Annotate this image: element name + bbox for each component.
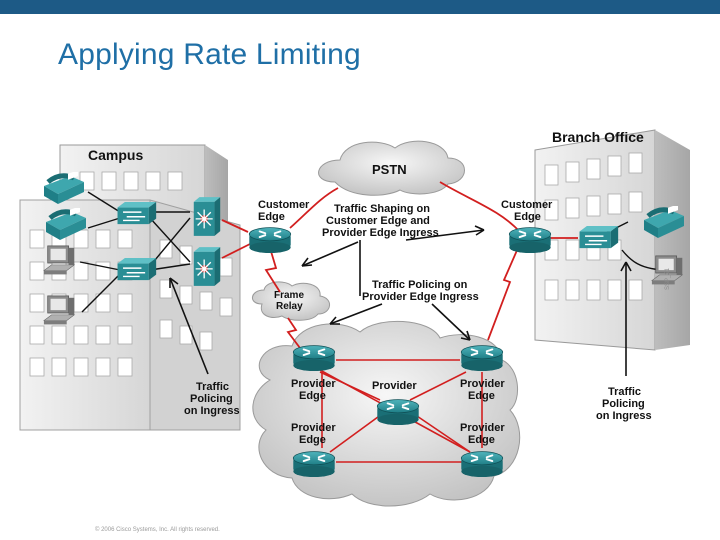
campus-label: Campus (88, 147, 143, 163)
policing-branch-annotation-line2: Policing (602, 398, 645, 410)
router-icon[interactable] (292, 450, 336, 478)
router-icon[interactable] (248, 226, 292, 254)
link-campus-edge-to-frame-relay (264, 247, 281, 293)
campus-edge-label-line2: Edge (258, 211, 285, 223)
shaping-annotation-line2: Customer Edge and (326, 215, 430, 227)
policing-campus-annotation-line2: Policing (190, 393, 233, 405)
pe-bottom-right-label-line2: Edge (468, 434, 495, 446)
frame-relay-label-line1: Frame (274, 290, 304, 301)
pe-top-left-label-line1: Provider (291, 378, 336, 390)
arrow-shaping-to-campus-edge (301, 241, 359, 267)
branch-edge-label-line1: Customer (501, 199, 553, 211)
pe-bottom-left-label-line2: Edge (299, 434, 326, 446)
shaping-annotation-line1: Traffic Shaping on (334, 203, 430, 215)
pstn-label: PSTN (372, 162, 407, 177)
switch-icon[interactable] (116, 201, 157, 225)
arrow-shaping-to-branch-edge (405, 229, 485, 241)
arrow-policing-to-pe-right (431, 303, 471, 341)
frame-relay-cloud (252, 281, 330, 321)
slide-title: Applying Rate Limiting (58, 38, 361, 71)
multilayer-switch-icon[interactable] (193, 246, 221, 287)
frame-relay-label-line2: Relay (276, 301, 303, 312)
switch-icon[interactable] (116, 257, 157, 281)
switch-icon[interactable] (578, 225, 619, 249)
link-l3switch-to-campus-edge (221, 219, 249, 233)
annotation-arrows (169, 225, 632, 376)
router-icon[interactable] (508, 226, 552, 254)
pe-bottom-right-label-line1: Provider (460, 422, 505, 434)
link-pstn-to-branch-edge (439, 181, 521, 233)
policing-campus-annotation-line1: Traffic (196, 381, 229, 393)
router-icon[interactable] (292, 344, 336, 372)
shaping-annotation-line3: Provider Edge Ingress (322, 227, 439, 239)
link-campus-edge-to-pstn (289, 187, 339, 229)
multilayer-switch-icon[interactable] (193, 196, 221, 237)
router-icon[interactable] (460, 344, 504, 372)
arrow-campus-policing (169, 277, 209, 375)
pe-top-left-label-line2: Edge (299, 390, 326, 402)
link-frame-relay-to-pe (286, 317, 301, 349)
pe-top-right-label-line2: Edge (468, 390, 495, 402)
policing-pe-annotation-line2: Provider Edge Ingress (362, 291, 479, 303)
campus-internal-links (79, 191, 669, 313)
policing-branch-annotation-line3: on Ingress (596, 410, 652, 422)
copyright-notice: © 2006 Cisco Systems, Inc. All rights re… (95, 527, 220, 533)
pstn-cloud (318, 140, 465, 196)
pe-bottom-left-label-line1: Provider (291, 422, 336, 434)
router-icon[interactable] (460, 450, 504, 478)
policing-campus-annotation-line3: on Ingress (184, 405, 240, 417)
figure-code: SSP_21 (665, 267, 671, 290)
policing-pe-annotation-line1: Traffic Policing on (372, 279, 468, 291)
campus-edge-label-line1: Customer (258, 199, 310, 211)
link-branch-edge-to-pe (487, 247, 519, 341)
policing-branch-annotation-line1: Traffic (608, 386, 641, 398)
pe-top-right-label-line1: Provider (460, 378, 505, 390)
branch-edge-label-line2: Edge (514, 211, 541, 223)
link-l3switch2-to-campus-edge (221, 243, 251, 259)
top-banner (0, 0, 720, 14)
router-icon[interactable] (376, 398, 420, 426)
branch-office-label: Branch Office (552, 129, 644, 145)
arrow-policing-to-pe-left (329, 303, 383, 325)
provider-label: Provider (372, 380, 417, 392)
red-links (221, 181, 578, 349)
